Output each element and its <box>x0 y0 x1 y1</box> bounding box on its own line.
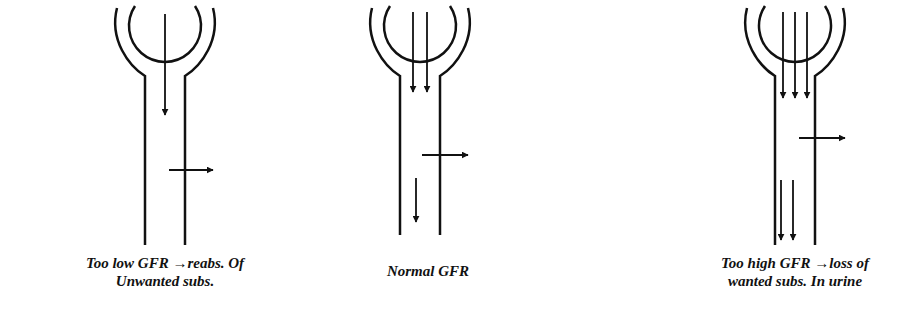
reabsorption-arrow <box>799 137 845 139</box>
filtration-arrow <box>412 12 414 92</box>
reabsorption-arrow <box>169 169 213 171</box>
figure-caption: Too high GFR →loss of wanted subs. In ur… <box>705 254 885 290</box>
urine-flow-arrow <box>415 178 417 222</box>
urine-flow-arrow <box>780 180 782 240</box>
nephron-low <box>115 6 215 245</box>
filtration-arrow <box>794 12 796 98</box>
tubule-wall <box>370 8 400 235</box>
figure-caption: Too low GFR →reabs. Of Unwanted subs. <box>75 254 255 290</box>
glomerulus-arc <box>384 6 456 62</box>
tubule-wall <box>815 8 845 245</box>
nephron-normal <box>370 6 470 235</box>
tubule-wall <box>745 8 775 245</box>
tubule-wall <box>185 8 215 245</box>
filtration-arrow <box>426 12 428 92</box>
urine-flow-arrow <box>792 180 794 240</box>
filtration-arrow <box>782 12 784 98</box>
filtration-arrow <box>806 12 808 98</box>
filtration-arrow <box>164 14 166 115</box>
tubule-wall <box>440 8 470 235</box>
nephron-high <box>745 6 845 245</box>
reabsorption-arrow <box>422 154 468 156</box>
figure-caption: Normal GFR <box>338 262 518 280</box>
tubule-wall <box>115 8 145 245</box>
